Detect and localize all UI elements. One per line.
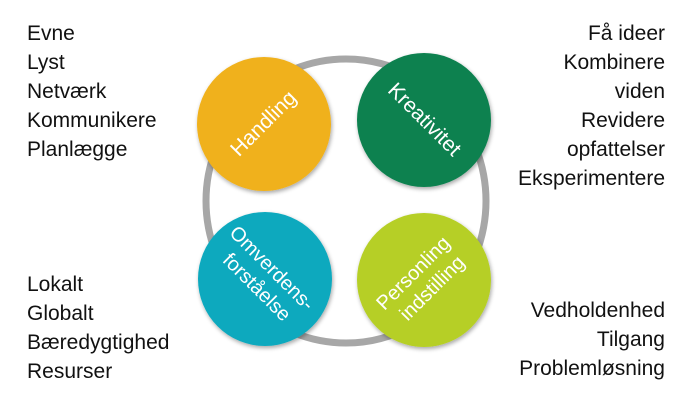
word-list-item: Kombinere [563, 51, 665, 74]
word-list-item: Problemløsning [519, 357, 665, 380]
word-list-item: viden [614, 80, 665, 103]
circle-handling [197, 57, 331, 191]
word-list-item: Planlægge [27, 138, 128, 161]
word-list-handling: Evne Lyst Netværk Kommunikere Planlægge [27, 19, 157, 164]
word-list-item: Lyst [27, 51, 65, 74]
circle-omverdensforstaaelse-shape [198, 212, 332, 346]
word-list-item: Vedholdenhed [530, 299, 665, 322]
circle-handling-shape [197, 57, 331, 191]
circle-personling-indstilling [357, 213, 491, 347]
circle-personling-indstilling-shape [357, 213, 491, 347]
word-list-item: Kommunikere [27, 109, 157, 132]
circle-kreativitet [357, 53, 491, 187]
word-list-item: Tilgang [596, 328, 665, 351]
circle-kreativitet-shape [357, 53, 491, 187]
circle-omverdensforstaaelse [198, 212, 332, 346]
word-list-item: Lokalt [27, 273, 84, 296]
word-list-item: Bæredygtighed [27, 331, 170, 354]
word-list-personling-indstilling: Vedholdenhed Tilgang Problemløsning [519, 296, 665, 383]
word-list-item: Få ideer [587, 22, 665, 45]
word-list-item: Netværk [27, 80, 107, 103]
word-list-kreativitet: Få ideer Kombinere viden Revidere opfatt… [518, 19, 665, 193]
word-list-item: Evne [27, 22, 75, 45]
word-list-item: Revidere [580, 109, 665, 132]
word-list-omverdensforstaaelse: Lokalt Globalt Bæredygtighed Resurser [27, 270, 169, 386]
word-list-item: Eksperimentere [517, 167, 665, 190]
connecting-ring [202, 55, 490, 347]
word-list-item: opfattelser [566, 138, 665, 161]
word-list-item: Resurser [27, 360, 113, 383]
word-list-item: Globalt [27, 302, 94, 325]
